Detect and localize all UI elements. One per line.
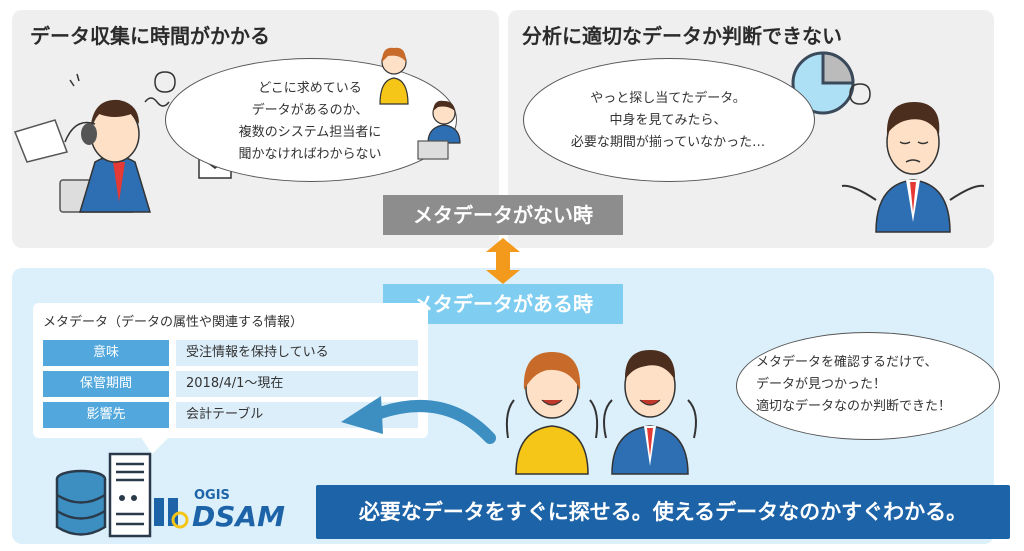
bubble-line: どこに求めている (258, 81, 362, 96)
shrugging-man-illustration (841, 83, 985, 233)
database-icon (55, 469, 107, 536)
double-arrow-icon (486, 238, 520, 284)
small-woman-illustration (379, 47, 409, 105)
server-icon (108, 452, 152, 538)
bubble-text-success: メタデータを確認するだけで、 データが見つかった！ 適切なデータなのか判断できた… (756, 352, 982, 418)
happy-people-illustration (505, 350, 697, 475)
metadata-value: 2018/4/1～現在 (176, 371, 418, 397)
metadata-row: 意味 受注情報を保持している (43, 340, 418, 366)
metadata-row: 保管期間 2018/4/1～現在 (43, 371, 418, 397)
metadata-key: 意味 (43, 340, 169, 366)
bubble-line: データが見つかった！ (756, 377, 887, 392)
bubble-line: 聞かなければわからない (238, 147, 382, 162)
speech-bubble-collection (165, 58, 457, 182)
card-pointer (140, 436, 170, 454)
conclusion-banner: 必要なデータをすぐに探せる。使えるデータなのかすぐわかる。 (316, 485, 1010, 539)
bubble-line: データがあるのか、 (251, 103, 369, 118)
bubble-line: 複数のシステム担当者に (238, 125, 382, 140)
pie-chart-icon (791, 51, 855, 115)
bubble-line: 中身を見てみたら、 (609, 113, 727, 128)
label-without-metadata: メタデータがない時 (383, 195, 623, 235)
metadata-key: 影響先 (43, 402, 169, 428)
curved-arrow-icon (341, 396, 496, 444)
bubble-line: メタデータを確認するだけで、 (756, 355, 938, 370)
logo-brand-text: OGIS (194, 488, 230, 503)
metadata-card-title: メタデータ（データの属性や関連する情報） (43, 315, 304, 330)
metadata-key: 保管期間 (43, 371, 169, 397)
bubble-line: 必要な期間が揃っていなかった… (570, 135, 766, 150)
bubble-line: やっと探し当てたデータ。 (590, 91, 746, 106)
speech-bubble-judgement (523, 58, 815, 182)
bubble-text-collection: どこに求めている データがあるのか、 複数のシステム担当者に 聞かなければわから… (200, 78, 420, 166)
heading-judgement: 分析に適切なデータか判断できない (522, 24, 842, 48)
small-man-laptop-illustration (417, 100, 461, 160)
metadata-value: 受注情報を保持している (176, 340, 418, 366)
heading-collection: データ収集に時間がかかる (30, 24, 270, 48)
stressed-worker-illustration (13, 71, 176, 213)
bubble-line: 適切なデータなのか判断できた！ (756, 399, 952, 414)
logo-mark-icon (154, 498, 189, 529)
ogis-dsam-logo: OGIS DSAM (150, 484, 300, 536)
logo-product-text: DSAM (192, 500, 285, 533)
speech-bubble-success (736, 332, 1000, 440)
bubble-text-judgement: やっと探し当てたデータ。 中身を見てみたら、 必要な期間が揃っていなかった… (538, 88, 798, 154)
